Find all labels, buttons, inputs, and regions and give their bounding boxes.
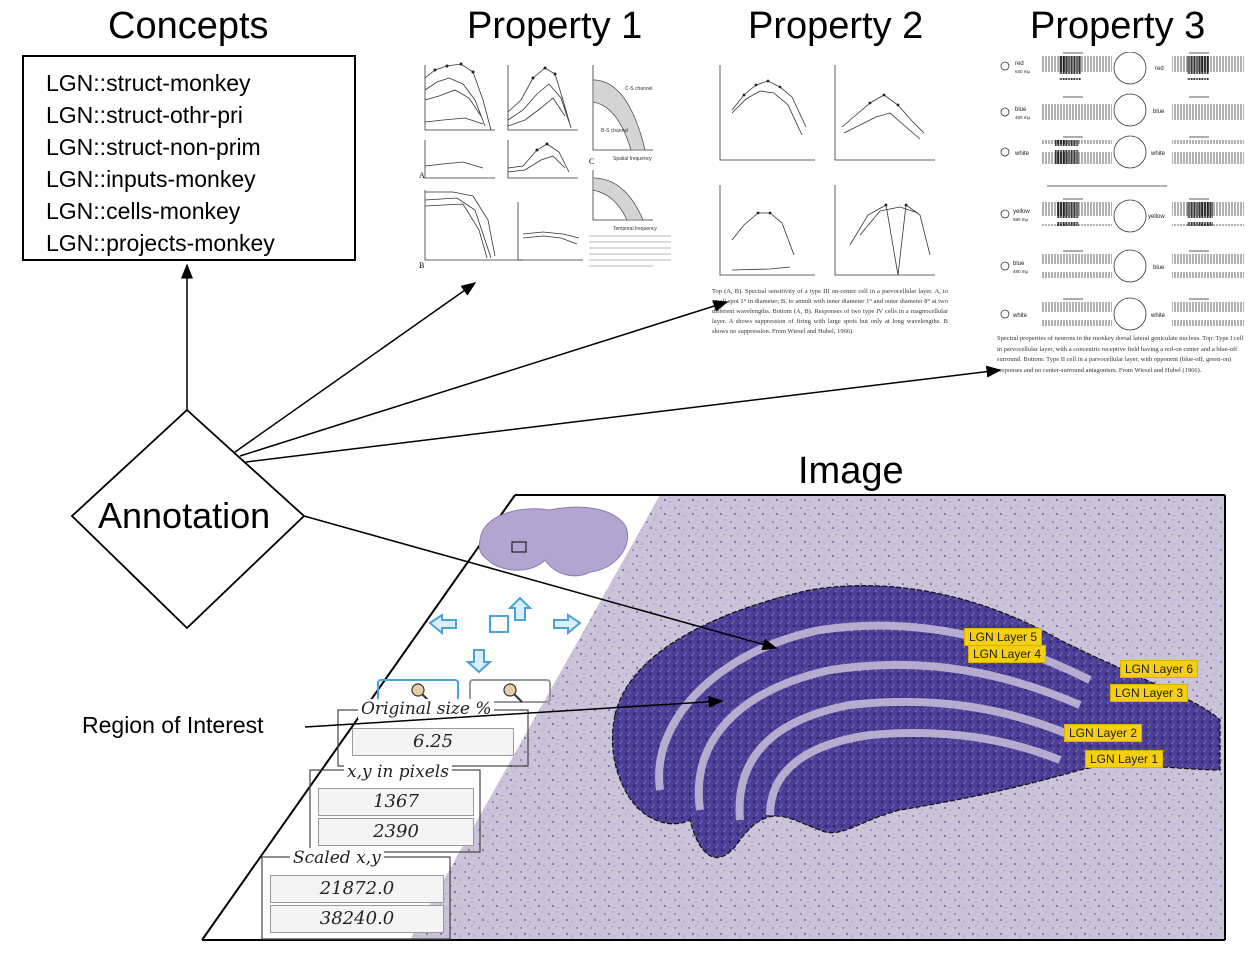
xy-pixels-label: x,y in pixels xyxy=(344,762,452,782)
color-label: white xyxy=(1012,313,1028,319)
layer-label: LGN Layer 3 xyxy=(1110,684,1189,702)
property3-heading: Property 3 xyxy=(1030,5,1206,47)
color-label: red xyxy=(1155,66,1164,72)
arrow-to-image xyxy=(303,515,778,651)
x-pixels-field[interactable]: 1367 xyxy=(318,788,474,816)
property1-heading: Property 1 xyxy=(467,5,643,47)
scaled-x-field[interactable]: 21872.0 xyxy=(270,875,444,903)
axis-label: Spatial frequency xyxy=(613,156,652,162)
region-of-interest-label: Region of Interest xyxy=(82,712,264,738)
scaled-y-field[interactable]: 38240.0 xyxy=(270,905,444,933)
color-label: blue xyxy=(1015,107,1027,113)
color-label: yellow xyxy=(1013,209,1030,215)
color-label: red xyxy=(1015,61,1024,67)
layer-label: LGN Layer 1 xyxy=(1085,750,1164,768)
annotation-diamond xyxy=(70,408,306,630)
color-label: blue xyxy=(1013,261,1025,267)
wavelength-label: 480 mμ xyxy=(1013,269,1029,274)
concept-item: LGN::struct-monkey xyxy=(46,70,251,96)
color-label: white xyxy=(1150,313,1166,319)
arrow-region-of-interest xyxy=(304,695,724,728)
property2-plots xyxy=(719,65,935,276)
arrow-to-property3 xyxy=(245,365,1002,463)
property1-plots: A B C C-S channel B-S channel Spatial fr… xyxy=(419,62,671,270)
panel-letter: A xyxy=(419,171,425,180)
arrow-to-property2 xyxy=(239,300,729,457)
wavelength-label: 480 mμ xyxy=(1015,115,1031,120)
nav-arrows xyxy=(428,596,582,674)
property3-figure: red 640 mμ red blue 480 mμ blue white wh… xyxy=(997,52,1249,377)
layer-label: LGN Layer 4 xyxy=(968,645,1047,663)
layer-label: LGN Layer 6 xyxy=(1120,660,1199,678)
panel-letter: C xyxy=(589,157,594,166)
panel-letter: B xyxy=(419,261,424,270)
property2-caption: Top (A, B). Spectral sensitivity of a ty… xyxy=(712,288,948,335)
property3-traces: red 640 mμ red blue 480 mμ blue white wh… xyxy=(1000,52,1244,331)
original-size-field[interactable]: 6.25 xyxy=(352,728,514,756)
channel-label: B-S channel xyxy=(601,128,628,134)
wavelength-label: 640 mμ xyxy=(1015,69,1031,74)
brain-thumbnail xyxy=(478,506,628,577)
color-label: white xyxy=(1150,151,1166,157)
image-heading: Image xyxy=(798,450,904,492)
property2-heading: Property 2 xyxy=(748,5,924,47)
axis-label: Temporal frequency xyxy=(613,226,657,232)
annotation-label: Annotation xyxy=(98,495,271,536)
concept-item: LGN::cells-monkey xyxy=(46,198,241,224)
color-label: yellow xyxy=(1148,214,1165,220)
original-size-label: Original size % xyxy=(358,699,495,719)
arrow-to-property1 xyxy=(234,282,477,453)
concepts-heading: Concepts xyxy=(108,5,269,47)
concept-item: LGN::struct-othr-pri xyxy=(46,102,243,128)
y-pixels-field[interactable]: 2390 xyxy=(318,818,474,846)
wavelength-label: 580 mμ xyxy=(1013,217,1029,222)
concept-item: LGN::struct-non-prim xyxy=(46,134,261,160)
property2-figure: Top (A, B). Spectral sensitivity of a ty… xyxy=(710,55,950,365)
property1-figure: A B C C-S channel B-S channel Spatial fr… xyxy=(413,60,675,275)
color-label: blue xyxy=(1153,109,1165,115)
channel-label: C-S channel xyxy=(625,86,653,92)
lgn-region xyxy=(611,585,1221,859)
layer-label: LGN Layer 2 xyxy=(1064,724,1143,742)
scaled-xy-label: Scaled x,y xyxy=(290,848,384,868)
concept-item: LGN::projects-monkey xyxy=(46,230,275,256)
property3-caption: Spectral properties of neurons in the mo… xyxy=(997,335,1244,374)
color-label: blue xyxy=(1153,265,1165,271)
concept-item: LGN::inputs-monkey xyxy=(46,166,256,192)
color-label: white xyxy=(1014,151,1030,157)
concepts-box: LGN::struct-monkey LGN::struct-othr-pri … xyxy=(22,55,356,261)
